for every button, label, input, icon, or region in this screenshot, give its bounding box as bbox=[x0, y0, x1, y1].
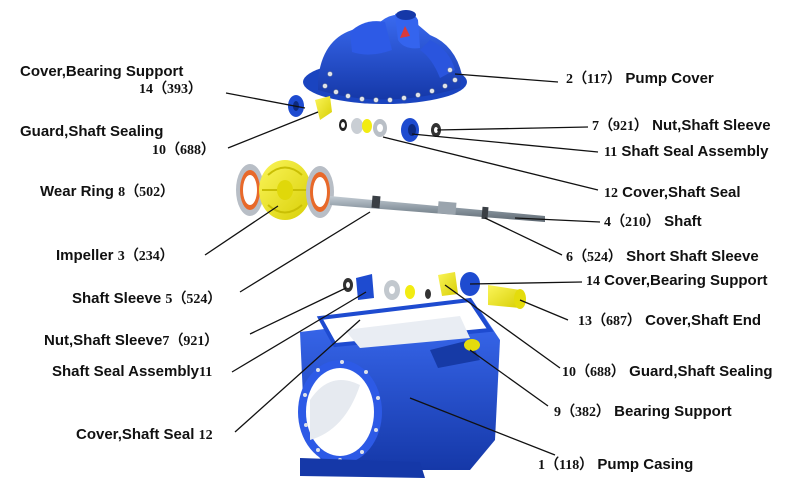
bottom-small-parts bbox=[343, 272, 526, 309]
label-number: 12 bbox=[604, 186, 618, 201]
label-pump-casing: 1（118） Pump Casing bbox=[538, 456, 693, 475]
label-number: 10（688） bbox=[562, 365, 625, 380]
label-cover-shaft-end: 13（687） Cover,Shaft End bbox=[578, 312, 761, 331]
label-number: 12 bbox=[198, 428, 213, 443]
label-text: Cover,Bearing Support bbox=[20, 63, 184, 80]
label-guard-shaft-sealing-bottom: 10（688） Guard,Shaft Sealing bbox=[562, 363, 773, 382]
label-text: Guard,Shaft Sealing bbox=[629, 363, 773, 380]
label-text: Shaft bbox=[664, 213, 702, 230]
label-cover-shaft-seal-bottom: Cover,Shaft Seal 12 bbox=[76, 426, 213, 445]
label-number: 3（234） bbox=[117, 249, 174, 264]
impeller-part bbox=[236, 160, 334, 220]
label-number: 11 bbox=[604, 145, 618, 160]
label-number: 6（524） bbox=[566, 250, 622, 265]
label-text: Cover,Bearing Support bbox=[604, 272, 768, 289]
label-short-shaft-sleeve: 6（524） Short Shaft Sleeve bbox=[566, 248, 759, 267]
label-text: Cover,Shaft Seal bbox=[76, 426, 195, 443]
label-cover-bearing-support-bottom: 14 Cover,Bearing Support bbox=[586, 272, 768, 291]
label-text: Guard,Shaft Sealing bbox=[20, 123, 164, 140]
label-wear-ring: Wear Ring 8（502） bbox=[40, 183, 174, 202]
label-text: Cover,Shaft Seal bbox=[622, 184, 741, 201]
label-text: Nut,Shaft Sleeve bbox=[652, 117, 771, 134]
label-number: 5（524） bbox=[165, 292, 222, 307]
label-nut-shaft-sleeve-top: 7（921） Nut,Shaft Sleeve bbox=[592, 117, 771, 136]
label-text: Pump Casing bbox=[597, 456, 694, 473]
label-number: 8（502） bbox=[118, 185, 175, 200]
label-number: 14 bbox=[586, 274, 600, 289]
label-number: 2（117） bbox=[566, 72, 622, 87]
label-guard-shaft-sealing-top-number: 10（688） bbox=[152, 141, 215, 160]
label-shaft: 4（210） Shaft bbox=[604, 213, 702, 232]
label-shaft-sleeve: Shaft Sleeve 5（524） bbox=[72, 290, 221, 309]
pump-casing-part bbox=[298, 297, 500, 478]
label-text: Cover,Shaft End bbox=[645, 312, 762, 329]
label-text: Wear Ring bbox=[40, 183, 114, 200]
label-text: Bearing Support bbox=[614, 403, 732, 420]
label-text: Nut,Shaft Sleeve bbox=[44, 332, 163, 349]
label-number: 4（210） bbox=[604, 215, 660, 230]
label-number: 14（393） bbox=[139, 82, 202, 97]
label-text: Short Shaft Sleeve bbox=[626, 248, 759, 265]
label-text: Shaft Seal Assembly bbox=[52, 363, 200, 380]
label-number: 7（921） bbox=[592, 119, 648, 134]
label-bearing-support: 9（382） Bearing Support bbox=[554, 403, 732, 422]
label-guard-shaft-sealing-top: Guard,Shaft Sealing bbox=[20, 123, 163, 141]
label-cover-bearing-support-top-number: 14（393） bbox=[139, 80, 202, 99]
label-text: Shaft Seal Assembly bbox=[621, 143, 769, 160]
label-cover-shaft-seal-top: 12 Cover,Shaft Seal bbox=[604, 184, 741, 203]
label-shaft-seal-assembly-bottom: Shaft Seal Assembly11 bbox=[52, 363, 212, 382]
label-shaft-seal-assembly-top: 11 Shaft Seal Assembly bbox=[604, 143, 768, 162]
label-impeller: Impeller 3（234） bbox=[56, 247, 174, 266]
label-number: 1（118） bbox=[538, 458, 594, 473]
label-number: 10（688） bbox=[152, 143, 215, 158]
label-cover-bearing-support-top: Cover,Bearing Support bbox=[20, 63, 183, 81]
label-pump-cover: 2（117） Pump Cover bbox=[566, 70, 714, 89]
label-nut-shaft-sleeve-bottom: Nut,Shaft Sleeve7（921） bbox=[44, 332, 218, 351]
leader-lines bbox=[204, 73, 601, 456]
label-number: 13（687） bbox=[578, 314, 641, 329]
shaft-part bbox=[330, 195, 545, 222]
label-number: 11 bbox=[199, 365, 213, 380]
label-text: Impeller bbox=[56, 247, 114, 264]
label-text: Pump Cover bbox=[625, 70, 714, 87]
label-number: 9（382） bbox=[554, 405, 610, 420]
label-number: 7（921） bbox=[162, 334, 219, 349]
pump-cover-part bbox=[303, 10, 467, 104]
label-text: Shaft Sleeve bbox=[72, 290, 162, 307]
